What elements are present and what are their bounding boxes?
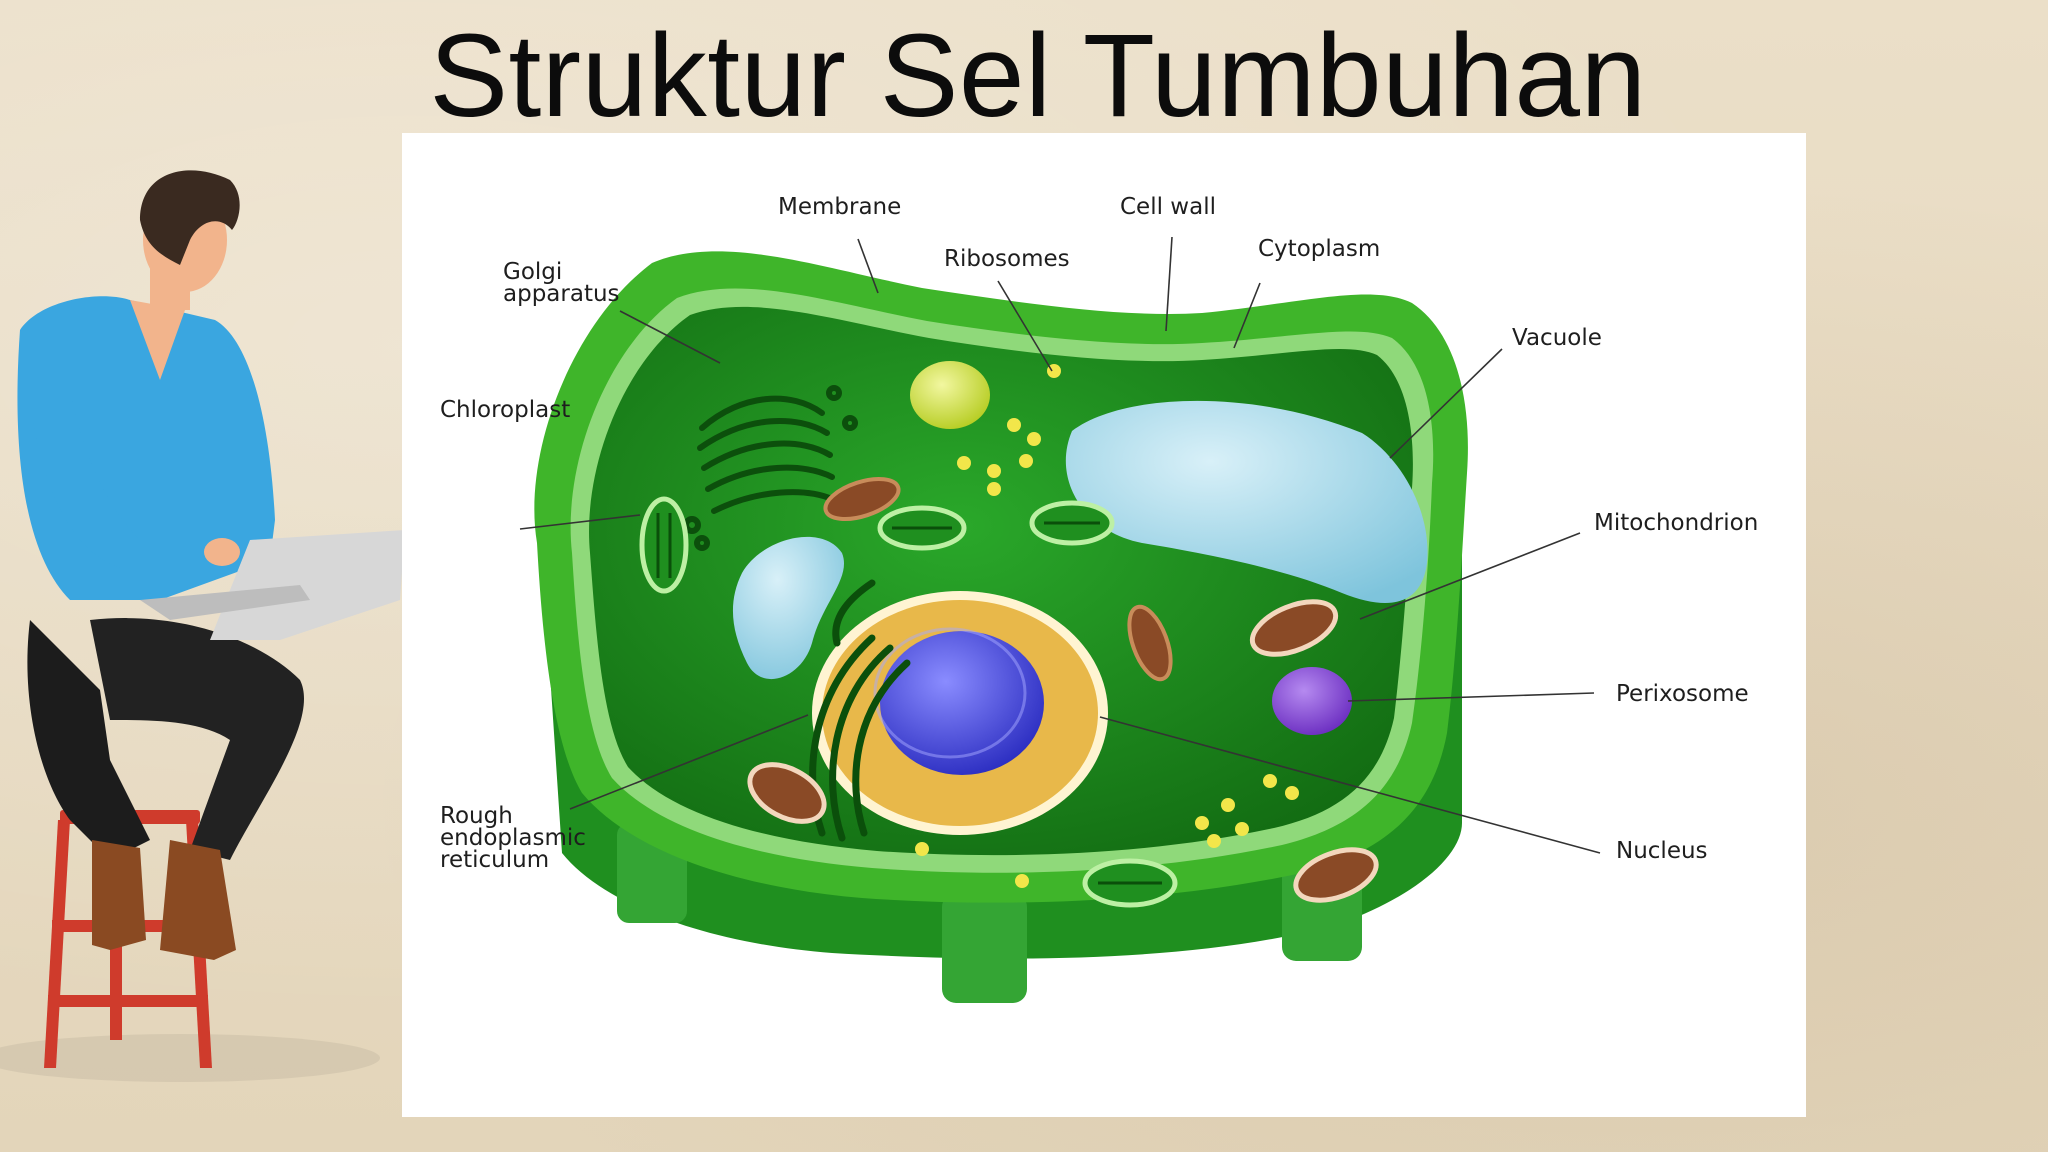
- mitochondrion: [823, 477, 901, 521]
- label-ribosomes: Ribosomes: [944, 246, 1070, 272]
- mitochondrion: [1249, 599, 1339, 657]
- perixosome: [1272, 667, 1352, 735]
- chloroplast: [1029, 500, 1115, 546]
- mitochondrion: [1127, 604, 1173, 682]
- label-chloroplast: Chloroplast: [440, 397, 570, 423]
- vacuole: [1065, 400, 1428, 603]
- leader-lines: [519, 236, 1601, 854]
- label-rough-er: endoplasmic: [440, 825, 586, 851]
- label-perixosome: Perixosome: [1616, 681, 1749, 707]
- label-cell-wall: Cell wall: [1120, 194, 1216, 220]
- mitochondrion: [1293, 847, 1379, 903]
- yellow-vesicle: [910, 361, 990, 429]
- chloroplast: [1082, 858, 1178, 908]
- slide-title: Struktur Sel Tumbuhan: [429, 10, 1647, 142]
- person-with-laptop-illustration: [0, 170, 405, 1082]
- label-membrane: Membrane: [778, 194, 901, 220]
- mitochondrion: [747, 762, 827, 824]
- label-nucleus: Nucleus: [1616, 838, 1708, 864]
- label-rough-er: Rough: [440, 803, 513, 829]
- golgi-apparatus: [683, 385, 858, 551]
- label-mitochondrion: Mitochondrion: [1594, 510, 1758, 536]
- label-vacuole: Vacuole: [1512, 325, 1602, 351]
- label-rough-er: reticulum: [440, 847, 549, 873]
- chloroplast: [639, 496, 689, 594]
- plant-cell-diagram: Membrane Cell wall Ribosomes Cytoplasm G…: [402, 133, 1806, 1117]
- label-golgi-apparatus: apparatus: [503, 281, 620, 307]
- ribosomes: [915, 364, 1299, 888]
- label-cytoplasm: Cytoplasm: [1258, 236, 1380, 262]
- chloroplast: [877, 505, 967, 551]
- label-golgi-apparatus: Golgi: [503, 259, 562, 285]
- small-vacuole: [732, 536, 845, 680]
